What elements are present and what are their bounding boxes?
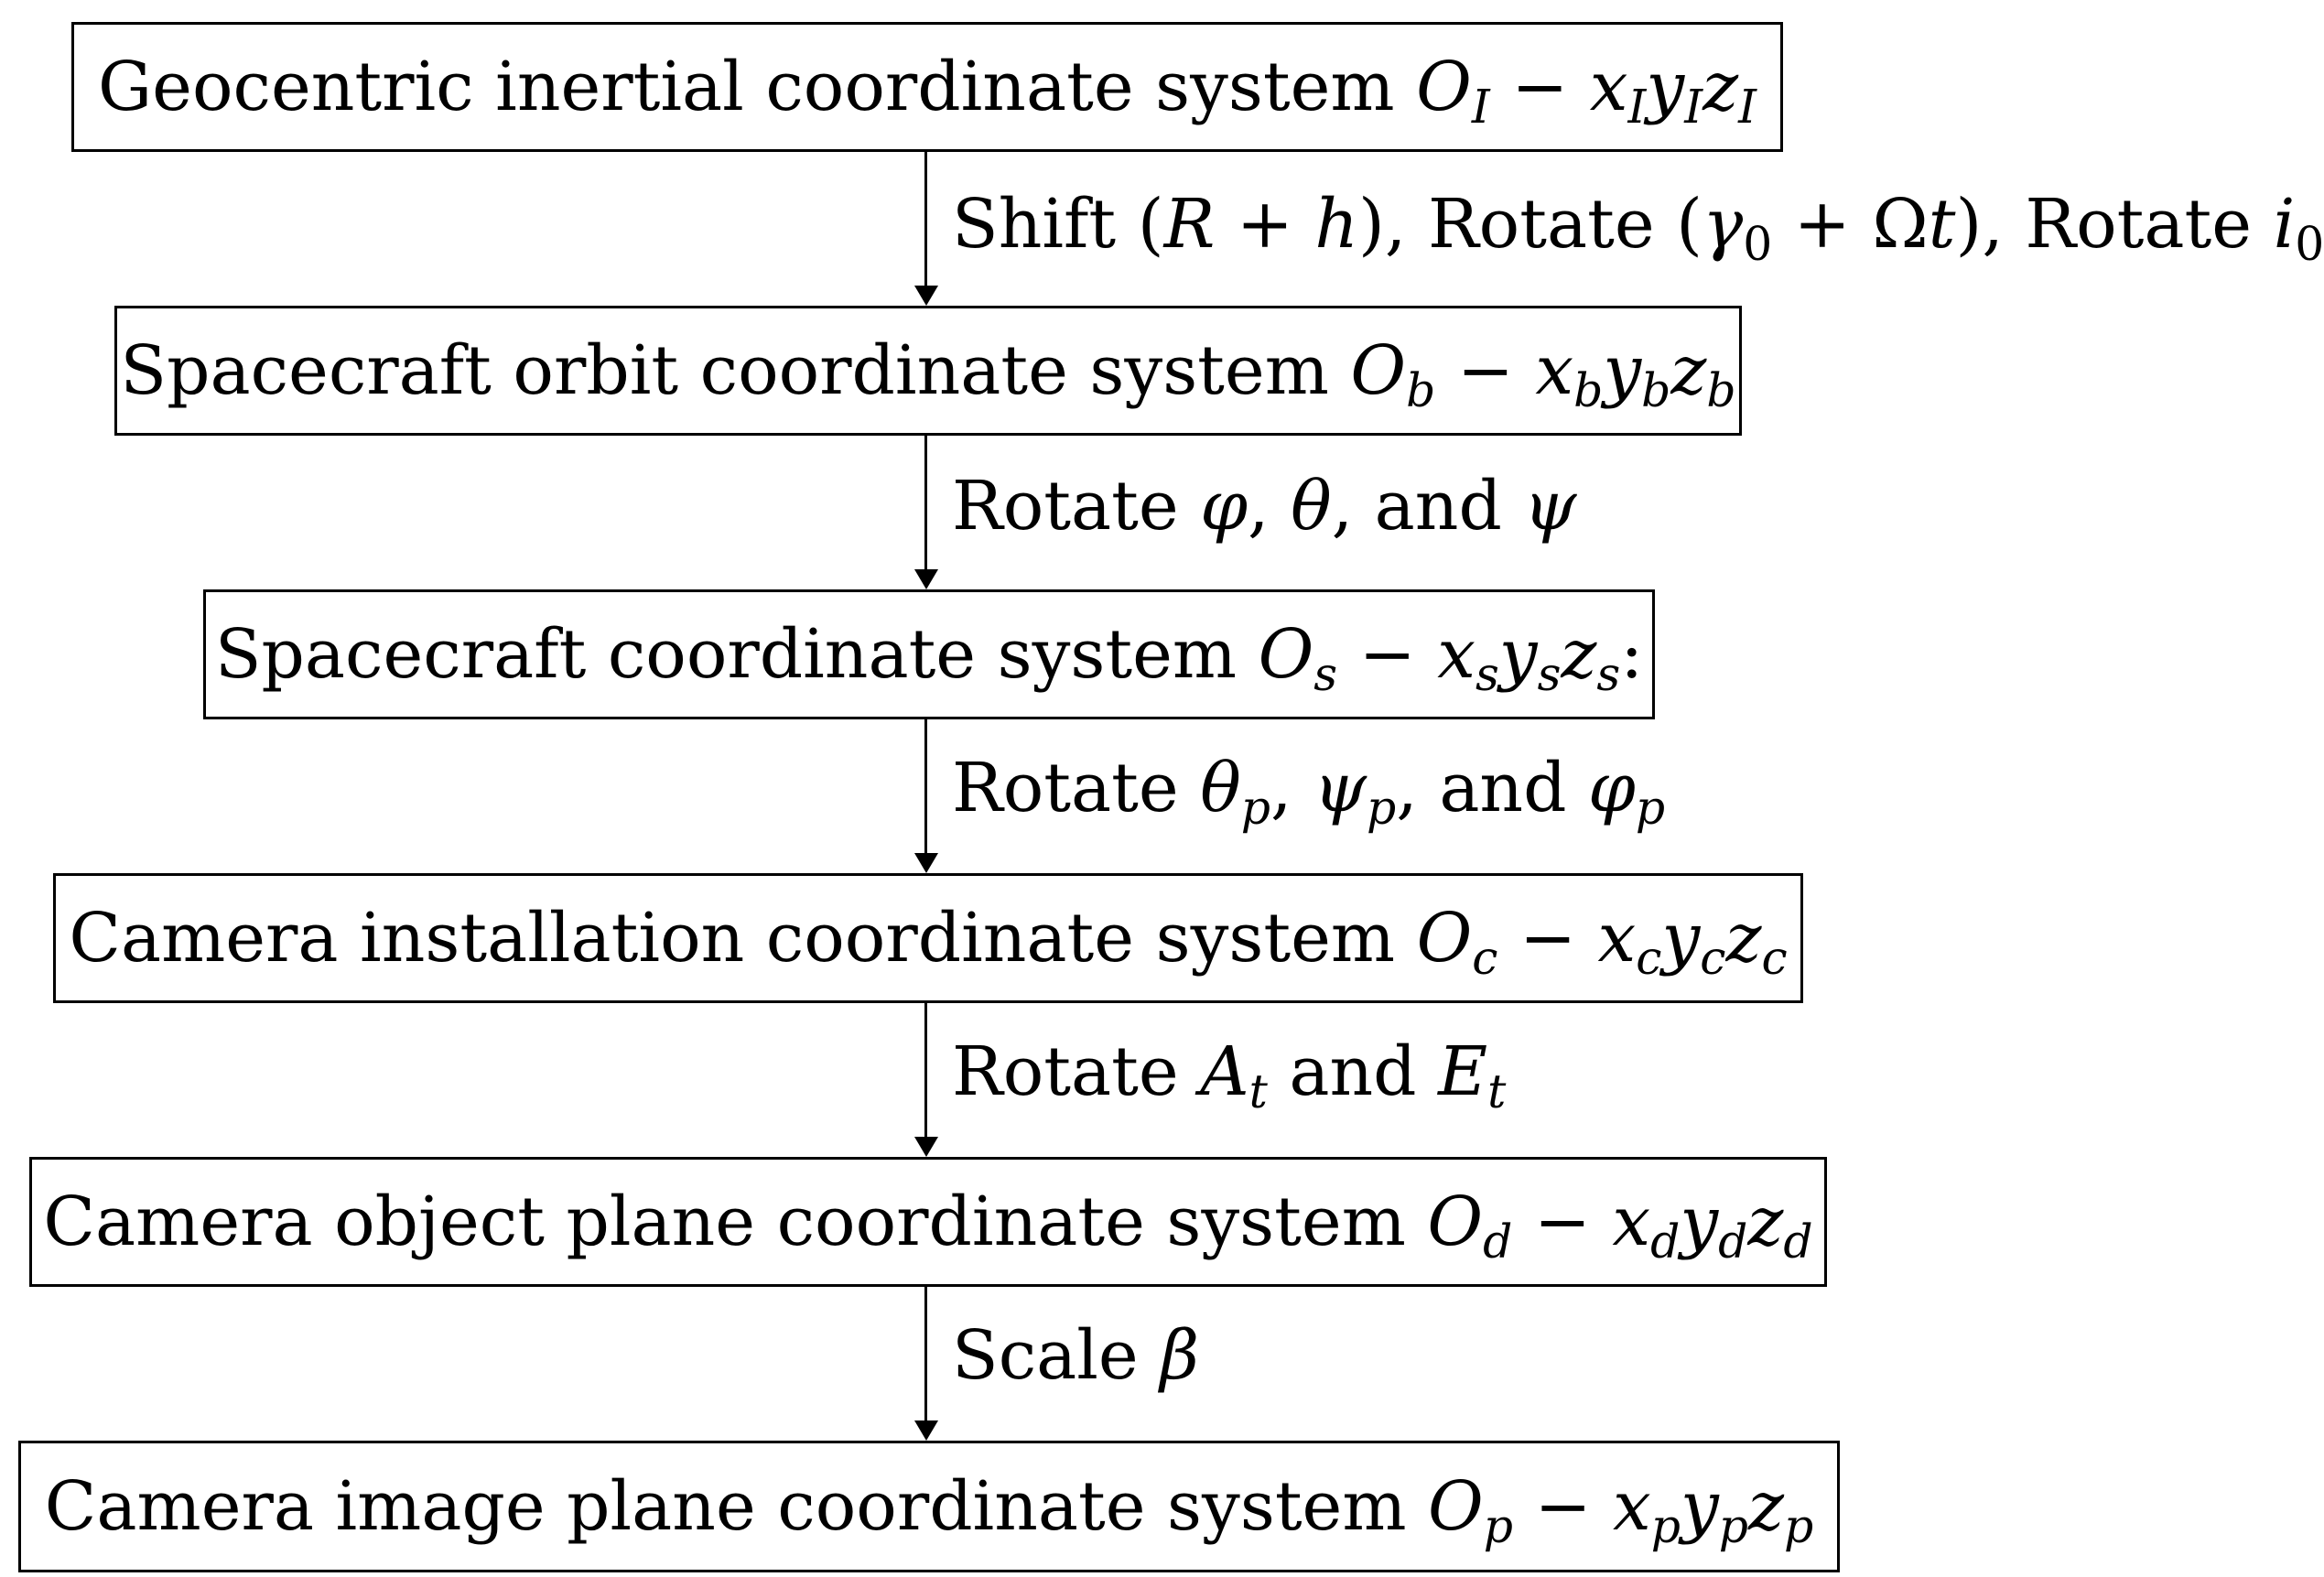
arrow-line xyxy=(924,719,927,855)
camera-image-plane-box: Camera image plane coordinate system Op … xyxy=(18,1441,1840,1572)
arrow-head xyxy=(914,1420,938,1441)
transform-label-2: Rotate φ, θ, and ψ xyxy=(952,467,1577,545)
spacecraft-box: Spacecraft coordinate system Os − xsyszs… xyxy=(203,589,1655,719)
arrow-head xyxy=(914,286,938,306)
geocentric-inertial-box: Geocentric inertial coordinate system OI… xyxy=(71,22,1783,152)
arrow-head xyxy=(914,1137,938,1157)
arrow-line xyxy=(924,152,927,287)
arrow-line xyxy=(924,1287,927,1422)
box-label: Geocentric inertial coordinate system xyxy=(98,48,1395,126)
box-label: Spacecraft orbit coordinate system xyxy=(120,331,1329,410)
arrow-head xyxy=(914,569,938,589)
arrow-line xyxy=(924,436,927,571)
arrow-line xyxy=(924,1003,927,1139)
transform-label-1: Shift (R + h), Rotate (γ0 + Ωt), Rotate … xyxy=(952,185,2324,272)
box-label: Camera installation coordinate system xyxy=(69,899,1396,978)
transform-label-5: Scale β xyxy=(952,1316,1200,1395)
arrow-head xyxy=(914,853,938,873)
box-label: Camera image plane coordinate system xyxy=(44,1467,1407,1546)
spacecraft-orbit-box: Spacecraft orbit coordinate system Ob − … xyxy=(114,306,1742,436)
camera-object-plane-box: Camera object plane coordinate system Od… xyxy=(29,1157,1827,1287)
transform-label-4: Rotate At and Et xyxy=(952,1032,1507,1119)
camera-installation-box: Camera installation coordinate system Oc… xyxy=(53,873,1803,1003)
box-label: Spacecraft coordinate system xyxy=(214,615,1238,694)
transform-label-3: Rotate θp, ψp, and φp xyxy=(952,749,1666,836)
box-label: Camera object plane coordinate system xyxy=(43,1183,1406,1261)
